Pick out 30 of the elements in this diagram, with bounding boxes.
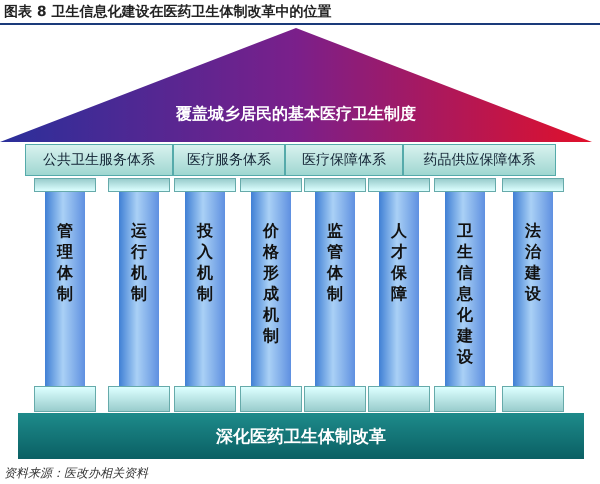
beam-segment — [173, 144, 285, 176]
pillar-label: 法治建设 — [525, 220, 541, 305]
roof-label: 覆盖城乡居民的基本医疗卫生制度 — [175, 104, 417, 125]
beam-label: 医疗服务体系 — [187, 151, 271, 169]
beam-segment — [25, 144, 173, 176]
pillar-label: 人才保障 — [391, 220, 407, 305]
beam-segment — [285, 144, 403, 176]
pillar — [34, 178, 96, 412]
source-note: 资料来源：医改办相关资料 — [4, 465, 148, 482]
beam-label: 公共卫生服务体系 — [43, 151, 155, 169]
pillar — [368, 178, 430, 412]
pillar-label: 管理体制 — [57, 220, 73, 305]
pillar — [434, 178, 496, 412]
pillar-label: 投入机制 — [197, 220, 213, 305]
pillar-label: 运行机制 — [131, 220, 147, 305]
foundation-label: 深化医药卫生体制改革 — [216, 426, 386, 448]
beam-segment — [403, 144, 556, 176]
pillar — [108, 178, 170, 412]
roof-triangle — [0, 28, 592, 142]
chart-title: 图表 8 卫生信息化建设在医药卫生体制改革中的位置 — [4, 3, 332, 21]
pillar-label: 监管体制 — [327, 220, 343, 305]
pillar-label: 卫生信息化建设 — [457, 220, 473, 368]
beam-label: 药品供应保障体系 — [424, 151, 536, 169]
pillar — [174, 178, 236, 412]
foundation-slab — [18, 413, 584, 459]
pillar — [502, 178, 564, 412]
beam-label: 医疗保障体系 — [302, 151, 386, 169]
pillar-label: 价格形成机制 — [263, 220, 279, 347]
pillar — [240, 178, 302, 412]
pillar — [304, 178, 366, 412]
